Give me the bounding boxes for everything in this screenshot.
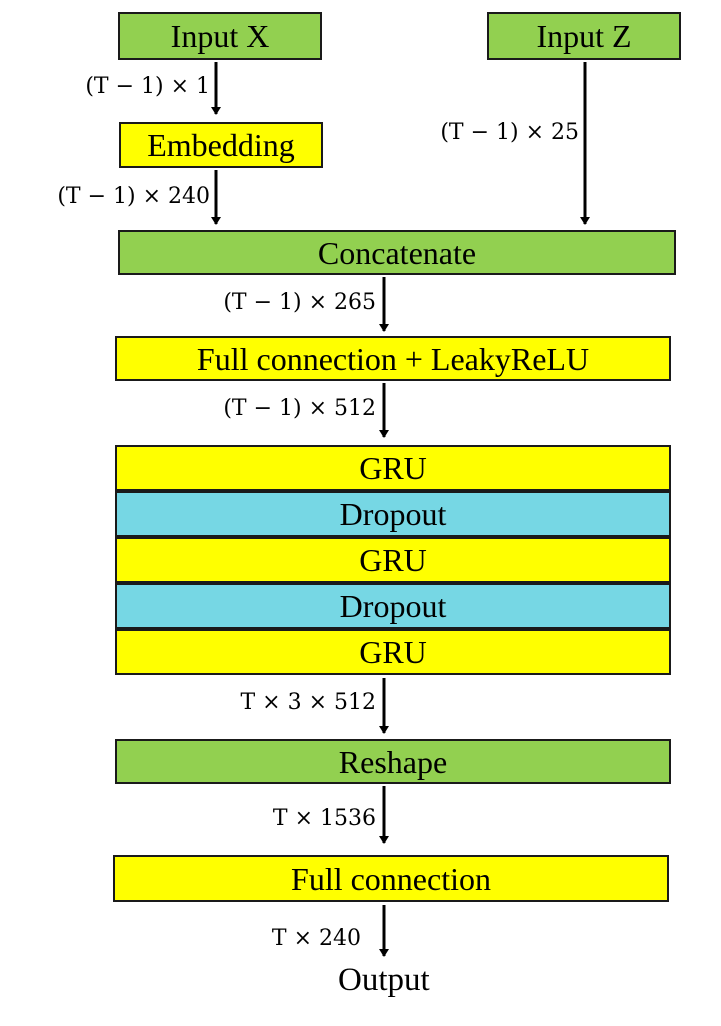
dim-gru-to-reshape: T × 3 × 512 <box>240 690 376 715</box>
fc-leakyrelu-block: Full connection + LeakyReLU <box>115 336 671 381</box>
fc-output-label: Full connection <box>291 860 491 897</box>
concatenate-block: Concatenate <box>118 230 676 275</box>
gru-label-3: GRU <box>359 634 427 670</box>
dropout-label-2: Dropout <box>339 588 447 624</box>
dim-fc-to-gru: (T − 1) × 512 <box>223 396 376 421</box>
gru-block-3: GRU <box>115 629 671 675</box>
embedding-block: Embedding <box>119 122 323 168</box>
input-x-label: Input X <box>170 18 270 54</box>
dim-z-to-concatenate: (T − 1) × 25 <box>440 120 579 145</box>
output-label: Output <box>338 962 430 998</box>
dim-reshape-to-fc: T × 1536 <box>272 806 376 831</box>
dim-concatenate-to-fc: (T − 1) × 265 <box>223 290 376 315</box>
reshape-label: Reshape <box>338 743 448 780</box>
gru-block-1: GRU <box>115 445 671 491</box>
dim-fc-to-output: T × 240 <box>271 926 361 951</box>
dropout-block-2: Dropout <box>115 583 671 629</box>
dropout-block-1: Dropout <box>115 491 671 537</box>
gru-block-2: GRU <box>115 537 671 583</box>
gru-label-2: GRU <box>359 542 427 578</box>
input-z-block: Input Z <box>487 12 681 60</box>
reshape-block: Reshape <box>115 739 671 784</box>
gru-label-1: GRU <box>359 450 427 486</box>
dim-embedding-to-concatenate: (T − 1) × 240 <box>57 184 210 209</box>
input-x-block: Input X <box>118 12 322 60</box>
fc-output-block: Full connection <box>113 855 669 902</box>
input-z-label: Input Z <box>536 18 632 54</box>
dropout-label-1: Dropout <box>339 496 447 532</box>
dim-x-to-embedding: (T − 1) × 1 <box>85 74 210 99</box>
fc-leakyrelu-label: Full connection + LeakyReLU <box>196 340 590 377</box>
concatenate-label: Concatenate <box>317 234 477 271</box>
embedding-label: Embedding <box>147 127 295 163</box>
